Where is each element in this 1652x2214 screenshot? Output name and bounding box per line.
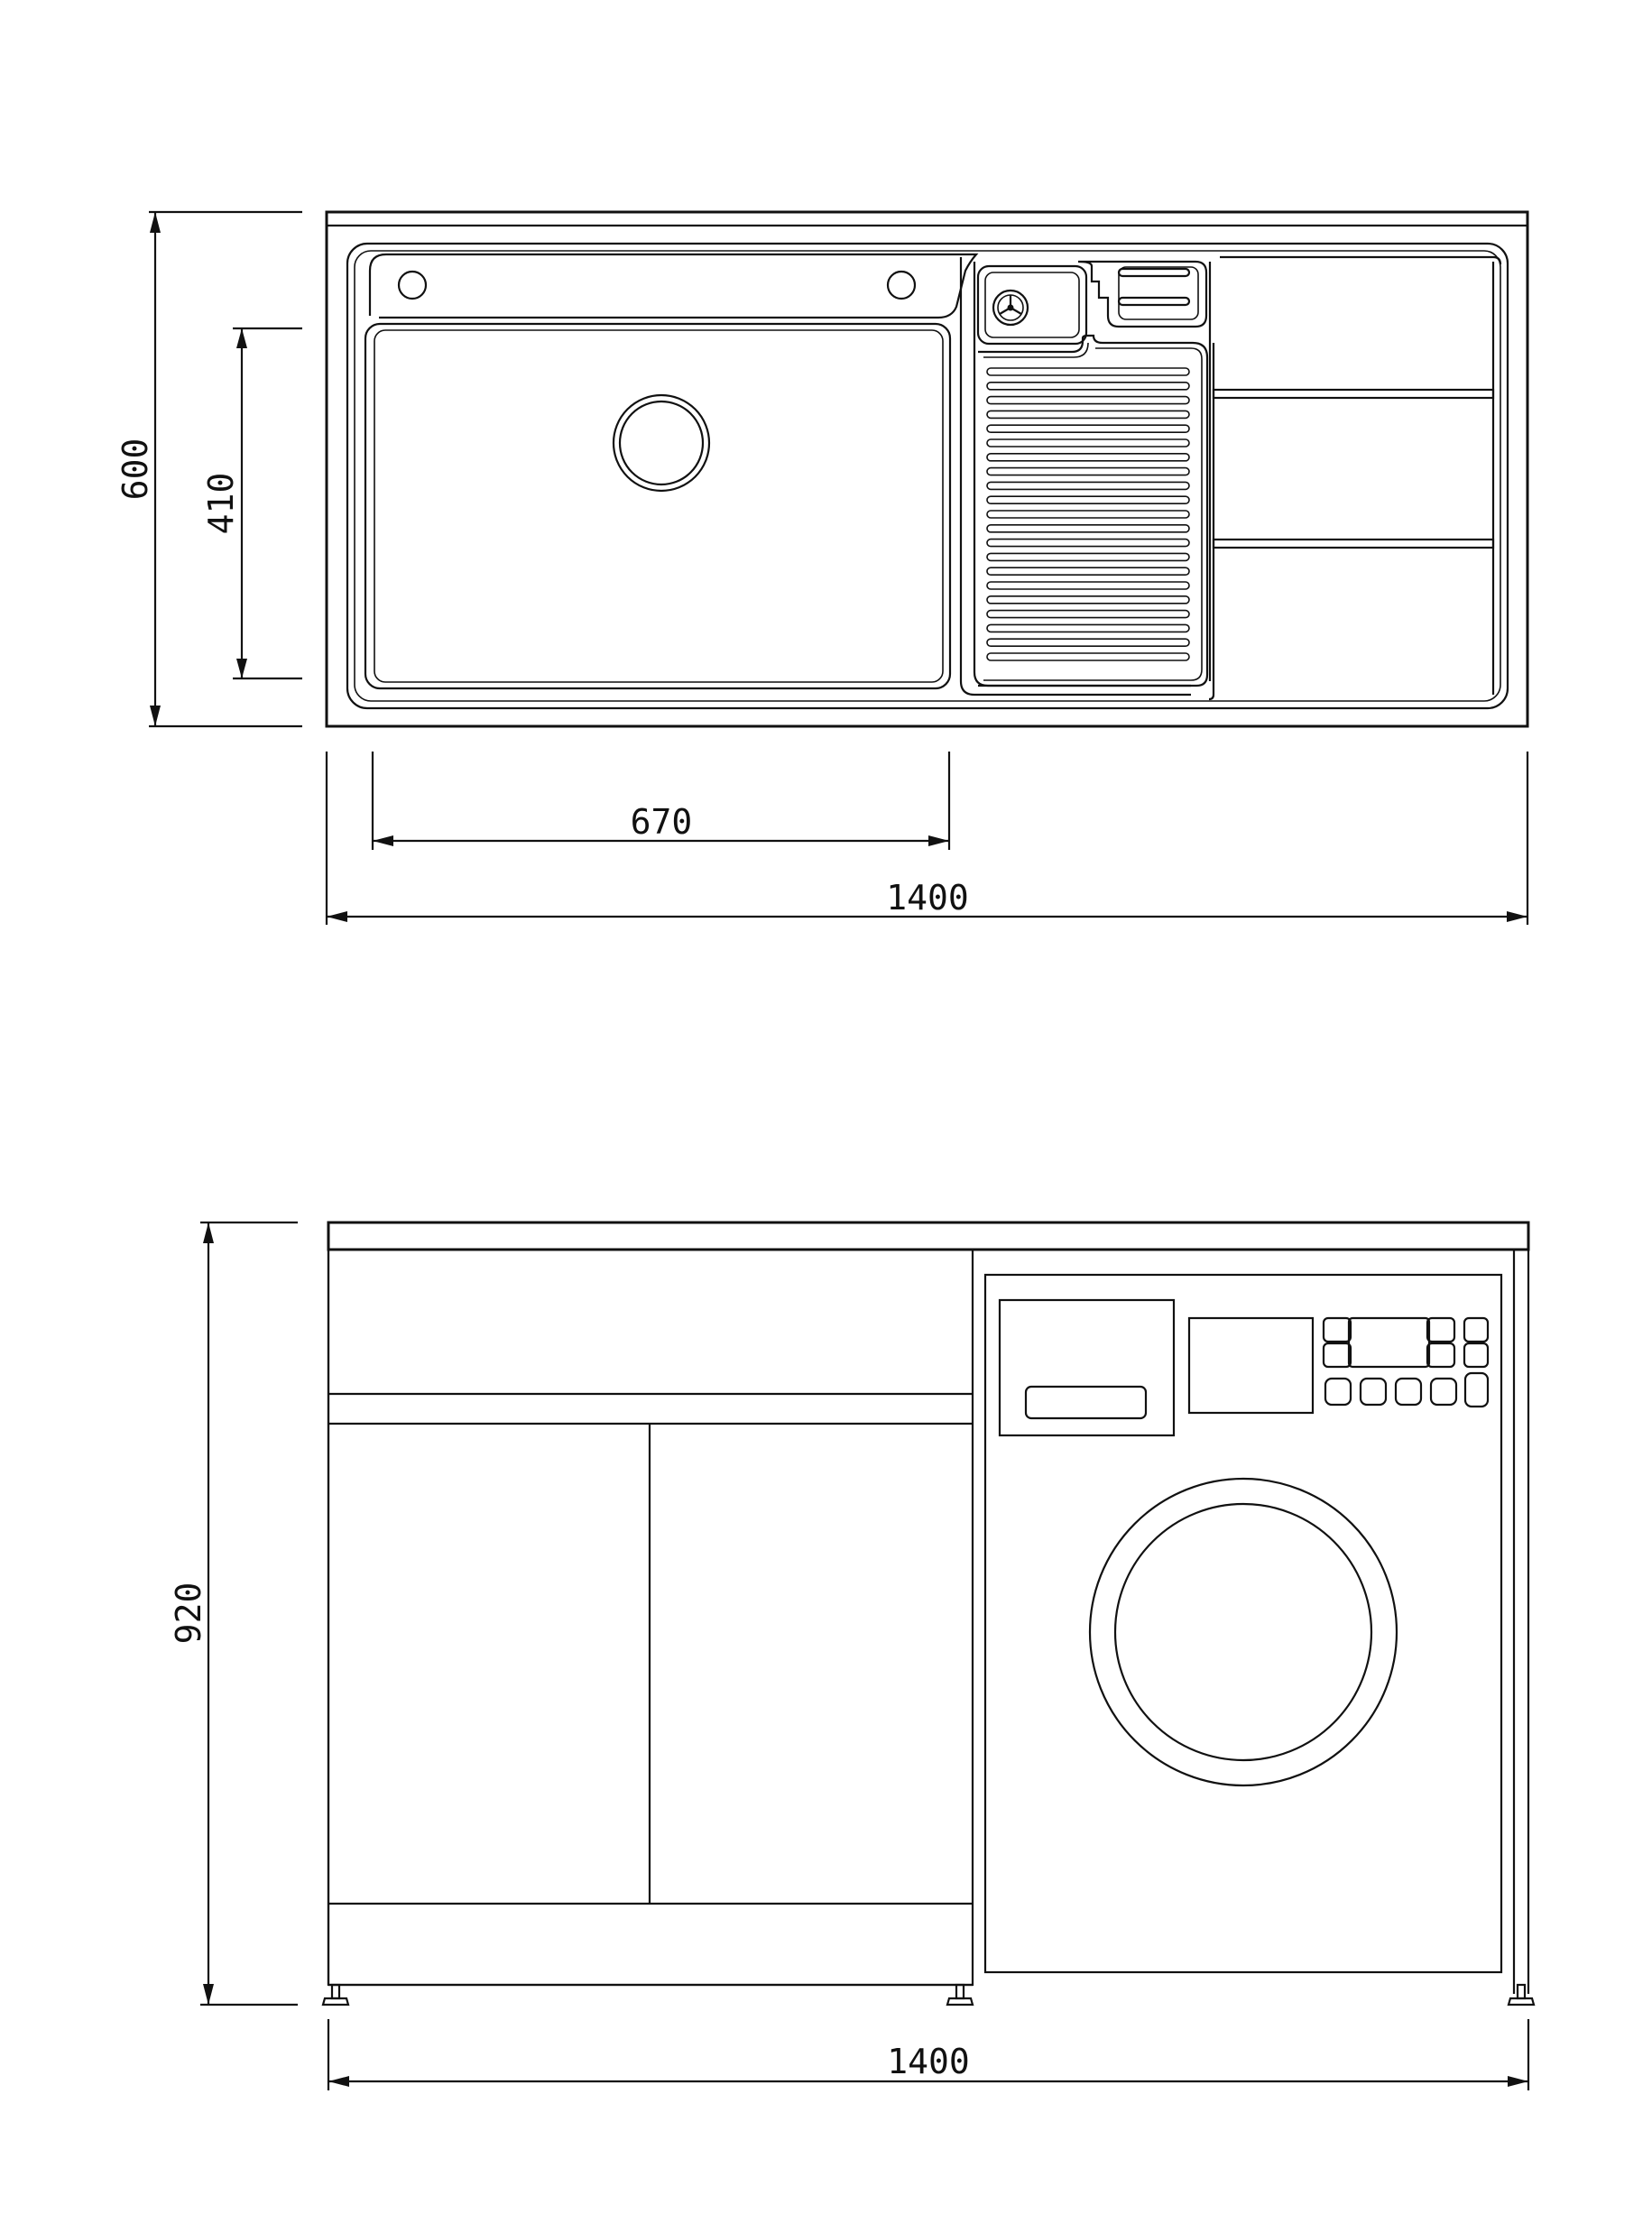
washboard-rib: [986, 581, 1190, 590]
dim-height-920: 920: [169, 1221, 298, 2006]
washboard-rib: [986, 523, 1190, 533]
dispenser-knob-icon: [992, 289, 1029, 327]
dim-basin-depth-410: 410: [201, 327, 302, 680]
washboard-rib: [986, 381, 1190, 391]
dim-label-410: 410: [201, 473, 241, 535]
dim-basin-width-670: 670: [371, 752, 951, 850]
dim-label-920: 920: [169, 1582, 208, 1645]
tap-hole-right: [886, 270, 917, 300]
dim-label-600: 600: [115, 438, 155, 501]
top-view: 600 410 670 1400: [115, 210, 1529, 925]
drain-inner: [618, 400, 705, 486]
washboard-rib: [986, 595, 1190, 604]
foot-left: [321, 1983, 350, 2006]
washboard-rib: [986, 495, 1190, 505]
dim-total-width-top: 1400: [325, 752, 1529, 925]
dim-depth-600: 600: [115, 210, 302, 728]
washboard-rib: [986, 609, 1190, 619]
washboard-rib: [986, 466, 1190, 476]
washboard-rib: [986, 438, 1190, 447]
door-outer-ring: [1088, 1477, 1398, 1787]
washboard-rib: [986, 652, 1190, 661]
detergent-drawer: [998, 1298, 1176, 1437]
washboard-rib: [986, 538, 1190, 548]
dim-total-width-front: 1400: [327, 2019, 1530, 2090]
washboard-rib: [986, 452, 1190, 462]
dim-label-1400-front: 1400: [887, 2042, 970, 2081]
door-glass: [1113, 1502, 1373, 1762]
drainboard-outline: [959, 257, 1191, 696]
washboard: [978, 334, 1209, 687]
washboard-rib: [986, 367, 1190, 376]
soap-dispenser: [976, 264, 1088, 346]
foot-right: [1507, 1983, 1536, 2006]
washboard-rib: [986, 410, 1190, 420]
drain-outer: [612, 393, 711, 493]
dim-label-1400-top: 1400: [886, 878, 969, 918]
adjustable-feet: [321, 1983, 1536, 2006]
washboard-rib: [986, 623, 1190, 633]
foot-middle: [946, 1983, 974, 2006]
tap-hole-left: [397, 270, 428, 300]
drawer-handle: [1024, 1385, 1148, 1420]
frame-right-post: [1512, 1250, 1530, 1994]
washboard-rib: [986, 395, 1190, 405]
left-cabinet: [327, 1248, 974, 1987]
dim-label-670: 670: [631, 802, 693, 842]
washboard-rib: [986, 481, 1190, 491]
display-panel: [1187, 1316, 1315, 1415]
washboard-rib: [986, 510, 1190, 519]
countertop-outline: [325, 210, 1529, 728]
washboard-ribs: [986, 367, 1190, 661]
washboard-rib: [986, 552, 1190, 562]
control-buttons: [1322, 1316, 1490, 1408]
main-basin: [364, 322, 952, 690]
washboard-rib: [986, 567, 1190, 577]
front-view: 920 1400: [169, 1221, 1536, 2090]
right-shelves: [1208, 255, 1502, 701]
back-deck: [368, 253, 979, 319]
washing-machine: [983, 1273, 1503, 1974]
washboard-rib: [986, 424, 1190, 434]
washboard-rib: [986, 638, 1190, 648]
slotted-tray: [1077, 260, 1208, 328]
